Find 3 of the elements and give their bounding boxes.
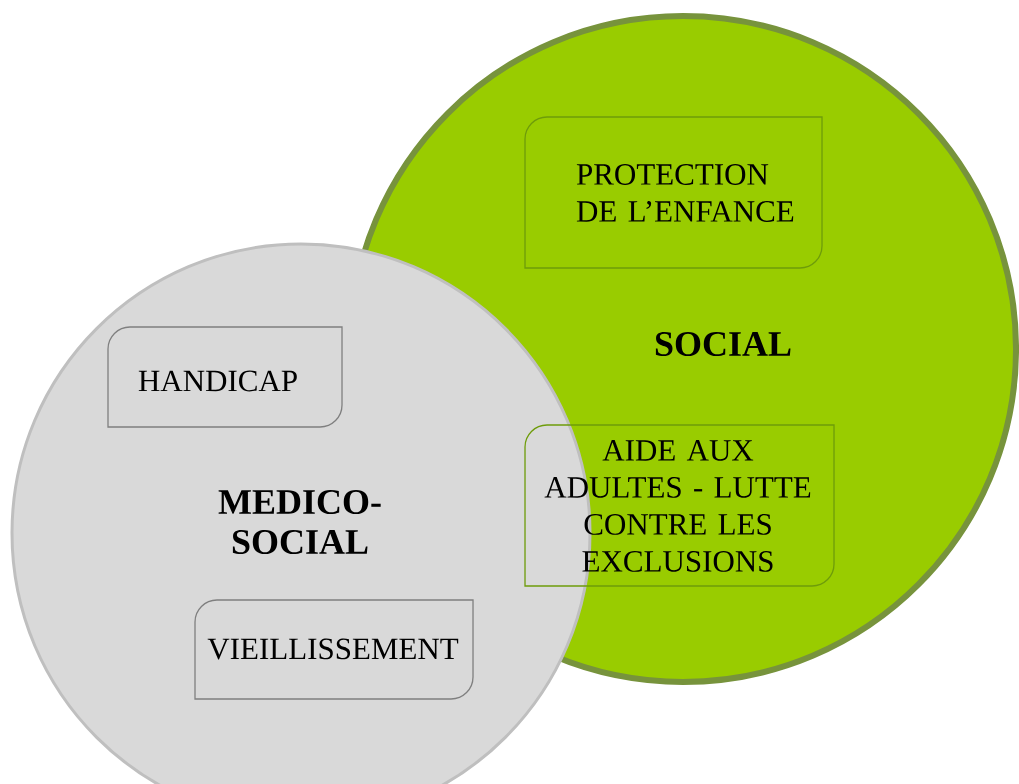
rounded-box: VIEILLISSEMENT (194, 599, 474, 700)
rounded-box: PROTECTION DE L’ENFANCE (524, 116, 823, 269)
rounded-box: HANDICAP (107, 326, 343, 428)
